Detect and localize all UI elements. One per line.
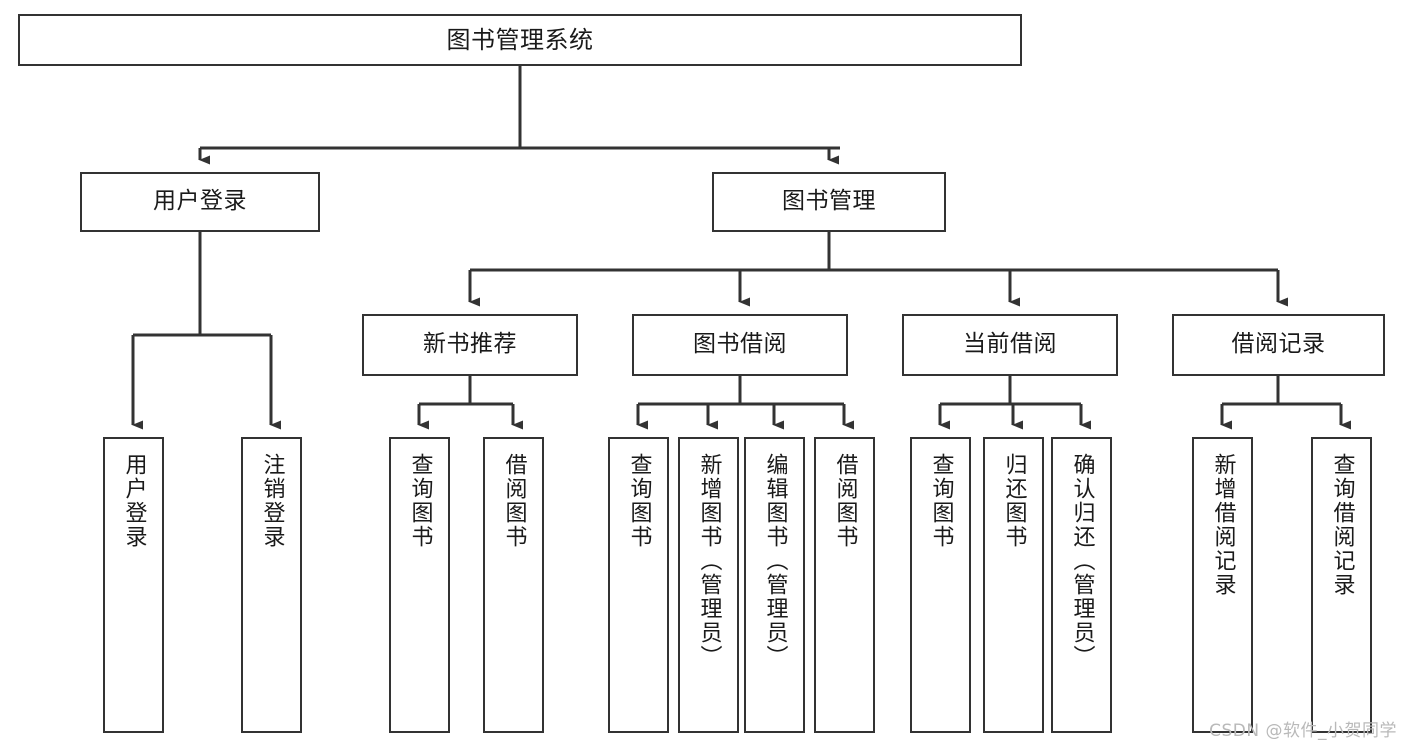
node-leaf-query-book-borrow[interactable]: 查询图书 <box>608 437 669 733</box>
node-leaf-add-book[interactable]: 新增图书（管理员） <box>678 437 739 733</box>
node-new-book-recommend-label: 新书推荐 <box>423 331 517 358</box>
node-leaf-borrow-book-label: 借阅图书 <box>832 453 858 549</box>
node-leaf-return-book[interactable]: 归还图书 <box>983 437 1044 733</box>
node-leaf-borrow-book-recommend[interactable]: 借阅图书 <box>483 437 544 733</box>
node-root[interactable]: 图书管理系统 <box>18 14 1022 66</box>
node-current-borrow-label: 当前借阅 <box>963 331 1057 358</box>
node-leaf-query-book-current[interactable]: 查询图书 <box>910 437 971 733</box>
node-leaf-query-borrow-record-label: 查询借阅记录 <box>1329 453 1355 597</box>
node-borrow-record-label: 借阅记录 <box>1231 331 1326 358</box>
node-leaf-confirm-return[interactable]: 确认归还（管理员） <box>1051 437 1112 733</box>
node-leaf-query-book-recommend-label: 查询图书 <box>407 453 433 549</box>
node-current-borrow[interactable]: 当前借阅 <box>902 314 1118 376</box>
node-leaf-return-book-label: 归还图书 <box>1001 453 1027 549</box>
node-leaf-query-book-current-label: 查询图书 <box>928 453 954 549</box>
node-leaf-user-login[interactable]: 用户登录 <box>103 437 164 733</box>
node-leaf-add-borrow-record-label: 新增借阅记录 <box>1210 453 1236 597</box>
node-leaf-logout[interactable]: 注销登录 <box>241 437 302 733</box>
node-leaf-add-book-label: 新增图书（管理员） <box>696 453 722 669</box>
node-leaf-confirm-return-label: 确认归还（管理员） <box>1069 453 1095 669</box>
node-leaf-user-login-label: 用户登录 <box>121 453 147 549</box>
node-book-management[interactable]: 图书管理 <box>712 172 946 232</box>
node-root-label: 图书管理系统 <box>446 25 594 54</box>
node-user-login-label: 用户登录 <box>153 188 247 215</box>
node-book-borrow-label: 图书借阅 <box>693 331 787 358</box>
node-book-borrow[interactable]: 图书借阅 <box>632 314 848 376</box>
node-leaf-add-borrow-record[interactable]: 新增借阅记录 <box>1192 437 1253 733</box>
node-leaf-query-book-recommend[interactable]: 查询图书 <box>389 437 450 733</box>
node-new-book-recommend[interactable]: 新书推荐 <box>362 314 578 376</box>
node-user-login[interactable]: 用户登录 <box>80 172 320 232</box>
csdn-watermark: CSDN @软件_小贺同学 <box>1209 721 1397 741</box>
node-leaf-logout-label: 注销登录 <box>259 453 285 549</box>
node-book-management-label: 图书管理 <box>782 188 876 215</box>
node-borrow-record[interactable]: 借阅记录 <box>1172 314 1385 376</box>
node-leaf-query-borrow-record[interactable]: 查询借阅记录 <box>1311 437 1372 733</box>
node-leaf-edit-book[interactable]: 编辑图书（管理员） <box>744 437 805 733</box>
node-leaf-query-book-borrow-label: 查询图书 <box>626 453 652 549</box>
node-leaf-borrow-book-recommend-label: 借阅图书 <box>501 453 527 549</box>
node-leaf-edit-book-label: 编辑图书（管理员） <box>762 453 788 669</box>
node-leaf-borrow-book[interactable]: 借阅图书 <box>814 437 875 733</box>
